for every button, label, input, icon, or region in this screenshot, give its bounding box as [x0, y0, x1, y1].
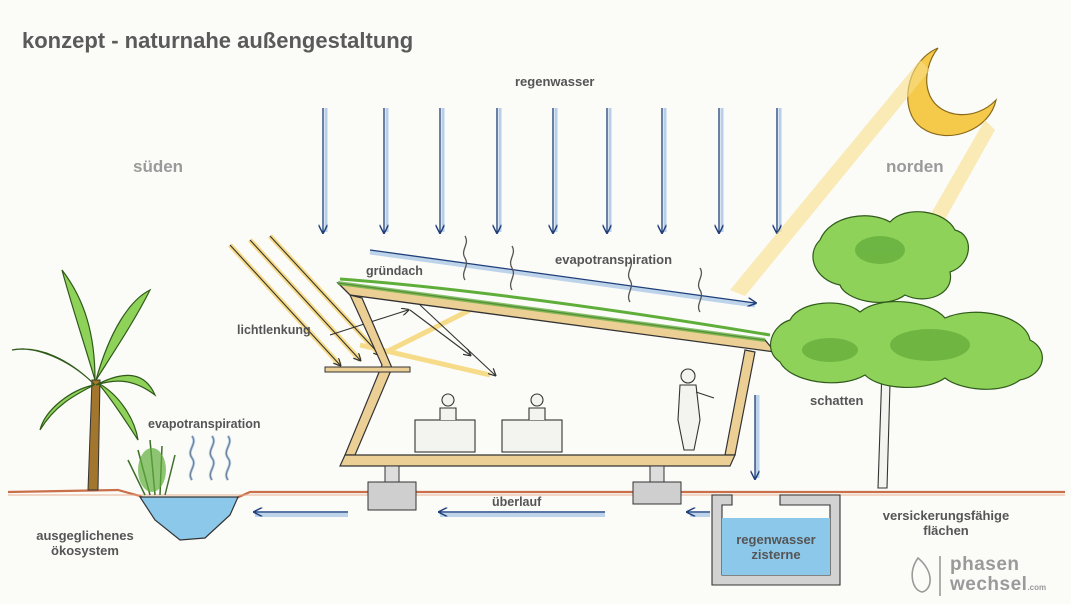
label-shade: schatten	[810, 393, 864, 408]
label-evapotranspiration-roof: evapotranspiration	[555, 252, 673, 267]
logo-line2: wechsel	[950, 574, 1028, 595]
logo-mark-icon	[911, 556, 941, 596]
label-rainwater: regenwasser	[515, 74, 595, 89]
label-south: süden	[133, 157, 184, 176]
cistern	[711, 494, 841, 586]
label-balanced-ecosystem-line2: ökosystem	[51, 543, 119, 558]
label-permeable-surfaces-line1: versickerungsfähige	[882, 508, 1010, 523]
label-permeable-surfaces: versickerungsfähige flächen	[866, 508, 1026, 538]
tree-icon	[769, 211, 1043, 489]
logo-suffix: .com	[1027, 583, 1047, 592]
desk-figures	[414, 393, 563, 453]
palm-tree-icon	[11, 269, 157, 491]
label-north: norden	[886, 157, 944, 176]
label-cistern-line2: zisterne	[751, 547, 801, 562]
label-light-guidance: lichtlenkung	[237, 323, 311, 337]
label-cistern-line1: regenwasser	[736, 532, 816, 547]
label-evapotranspiration-pond: evapotranspiration	[148, 417, 261, 431]
page-title: konzept - naturnahe außengestaltung	[22, 28, 414, 53]
standing-person-icon	[677, 368, 715, 451]
overflow-arrows	[255, 512, 710, 517]
pond	[138, 496, 239, 541]
downpipe-arrow	[755, 395, 757, 478]
building	[324, 277, 777, 511]
logo-text: phasen wechsel.com	[950, 554, 1046, 597]
evap-wiggles-pond	[188, 435, 232, 481]
label-balanced-ecosystem: ausgeglichenes ökosystem	[22, 528, 148, 558]
roof-evap-arrow	[369, 235, 755, 313]
label-overflow: überlauf	[492, 495, 542, 509]
logo-line2-wrap: wechsel.com	[950, 574, 1047, 597]
logo-line1: phasen	[950, 554, 1020, 575]
label-balanced-ecosystem-line1: ausgeglichenes	[36, 528, 134, 543]
label-cistern: regenwasser zisterne	[722, 532, 830, 562]
rain-arrows	[323, 108, 780, 232]
label-permeable-surfaces-line2: flächen	[923, 523, 969, 538]
label-green-roof: gründach	[366, 264, 423, 278]
